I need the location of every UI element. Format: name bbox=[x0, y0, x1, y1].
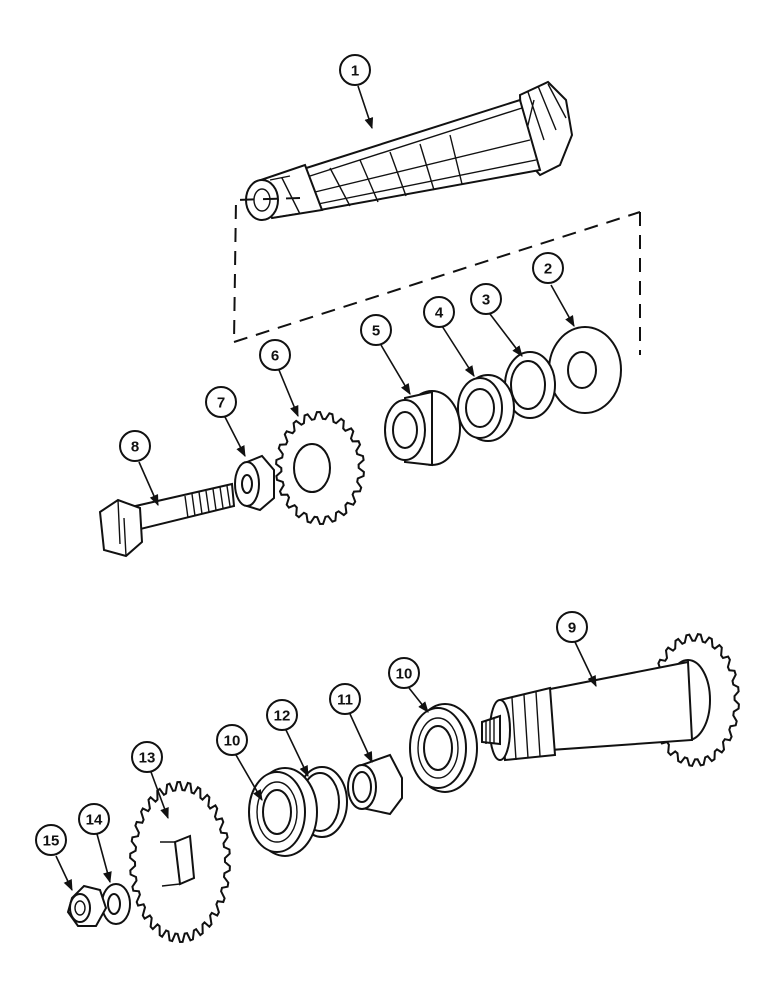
callout-2-label: 2 bbox=[544, 261, 552, 278]
callout-13: 13 bbox=[131, 741, 163, 773]
callout-4: 4 bbox=[423, 296, 455, 328]
leader-14 bbox=[96, 833, 112, 884]
leader-4 bbox=[441, 325, 475, 377]
leader-10a bbox=[408, 687, 429, 713]
callout-8: 8 bbox=[119, 430, 151, 462]
callout-15: 15 bbox=[35, 824, 67, 856]
callout-3-label: 3 bbox=[482, 292, 490, 309]
part-10-bearing-right bbox=[409, 703, 478, 793]
leader-6 bbox=[278, 369, 299, 418]
callout-10b-label: 10 bbox=[224, 733, 241, 750]
leader-11 bbox=[349, 713, 373, 764]
callout-13-label: 13 bbox=[139, 750, 156, 767]
callout-6: 6 bbox=[259, 339, 291, 371]
leader-2 bbox=[550, 284, 575, 327]
callout-7: 7 bbox=[205, 386, 237, 418]
callout-14: 14 bbox=[78, 803, 110, 835]
leader-10b bbox=[235, 754, 263, 801]
part-7-spacer bbox=[234, 454, 275, 512]
callout-10a-label: 10 bbox=[396, 666, 413, 683]
callout-5: 5 bbox=[360, 314, 392, 346]
part-10-bearing-left bbox=[248, 767, 318, 857]
part-4-bearing-cup bbox=[457, 374, 515, 442]
leader-9 bbox=[574, 641, 597, 688]
callout-12-label: 12 bbox=[274, 708, 291, 725]
callout-15-label: 15 bbox=[43, 833, 60, 850]
callout-7-label: 7 bbox=[217, 395, 225, 412]
callout-10b: 10 bbox=[216, 724, 248, 756]
leader-8 bbox=[138, 461, 159, 507]
part-8-bolt bbox=[98, 482, 236, 558]
part-11-sleeve bbox=[347, 753, 403, 816]
callout-8-label: 8 bbox=[131, 439, 139, 456]
leader-3 bbox=[489, 313, 523, 357]
leader-13 bbox=[150, 771, 169, 820]
callout-10a: 10 bbox=[388, 657, 420, 689]
callout-1: 1 bbox=[339, 54, 371, 86]
callout-11: 11 bbox=[329, 683, 361, 715]
leader-12 bbox=[285, 729, 309, 778]
callout-9: 9 bbox=[556, 611, 588, 643]
callout-5-label: 5 bbox=[372, 323, 380, 340]
part-6-gear bbox=[275, 410, 365, 526]
leader-5 bbox=[380, 344, 411, 395]
leader-15 bbox=[55, 855, 73, 892]
callout-12: 12 bbox=[266, 699, 298, 731]
callout-11-label: 11 bbox=[337, 692, 353, 709]
assembly-bracket bbox=[233, 197, 641, 355]
callout-3: 3 bbox=[470, 283, 502, 315]
leader-7 bbox=[224, 416, 246, 457]
part-14-washer bbox=[101, 883, 131, 925]
callout-6-label: 6 bbox=[271, 348, 279, 365]
part-9-countershaft bbox=[481, 632, 740, 768]
callout-9-label: 9 bbox=[568, 620, 576, 637]
part-1-pinion-shaft bbox=[245, 80, 574, 221]
callout-1-label: 1 bbox=[351, 63, 359, 80]
callout-4-label: 4 bbox=[435, 305, 444, 322]
part-2-thrust-washer bbox=[548, 326, 622, 414]
callout-2: 2 bbox=[532, 252, 564, 284]
part-5-bearing-cone bbox=[384, 390, 461, 467]
leader-1 bbox=[357, 85, 374, 130]
part-13-gear bbox=[129, 780, 231, 944]
callout-14-label: 14 bbox=[86, 812, 103, 829]
part-15-nut bbox=[66, 884, 108, 927]
